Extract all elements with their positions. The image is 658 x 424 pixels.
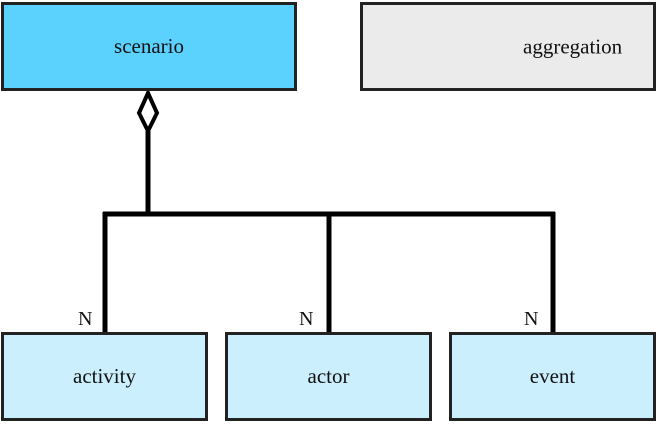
- multiplicity-event: N: [524, 308, 539, 330]
- multiplicity-actor: N: [299, 308, 314, 330]
- activity-label: activity: [73, 364, 136, 388]
- actor-box: actor: [225, 332, 432, 421]
- multiplicity-activity: N: [78, 308, 93, 330]
- event-label: event: [529, 364, 576, 388]
- legend-box: aggregation: [360, 2, 656, 91]
- actor-label: actor: [307, 364, 350, 388]
- scenario-box: scenario: [1, 2, 297, 91]
- aggregation-diamond-icon: [136, 88, 160, 136]
- event-box: event: [449, 332, 656, 421]
- scenario-label: scenario: [114, 34, 184, 58]
- activity-box: activity: [1, 332, 208, 421]
- legend-label: aggregation: [523, 34, 623, 58]
